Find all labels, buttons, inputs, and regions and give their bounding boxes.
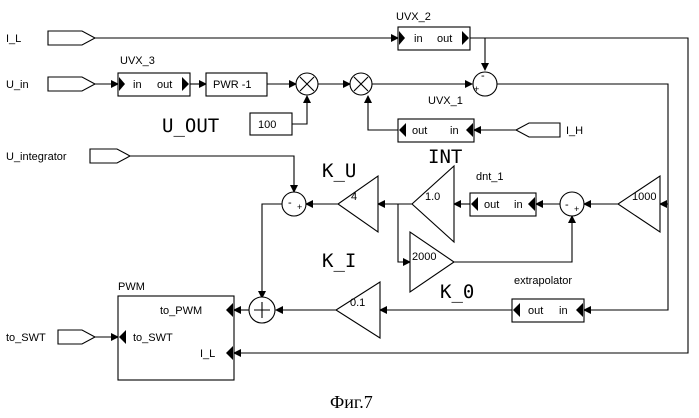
sum1-plus-sign: + <box>474 84 479 94</box>
dnt1-in-label: in <box>514 199 523 211</box>
dnt1-out-label: out <box>484 199 499 211</box>
sum2-plus-sign: + <box>574 204 579 214</box>
block-uvx1: UVX_1 out in <box>398 95 474 142</box>
gain-0-1: 0.1 <box>336 282 380 338</box>
block-pwr: PWR -1 <box>206 73 267 96</box>
gain-1000: 1000 <box>618 176 660 232</box>
gain-4-value: 4 <box>351 191 357 203</box>
sum2-minus-sign: - <box>565 199 569 211</box>
sum-junction-2: - + <box>560 192 584 216</box>
wire-sum3-to-sum4 <box>262 204 282 298</box>
uvx3-in-label: in <box>133 79 142 91</box>
pwm-i-l-label: I_L <box>200 348 215 360</box>
uvx3-out-label: out <box>157 79 172 91</box>
pwr-label: PWR -1 <box>213 79 252 91</box>
block-dnt1: dnt_1 out in <box>470 171 536 216</box>
sum-junction-1: - + <box>473 70 497 96</box>
annotation-k-i: K_I <box>322 250 356 272</box>
sum1-minus-sign: - <box>481 70 485 82</box>
gain-1-0-value: 1.0 <box>425 191 440 203</box>
block-const-100: 100 <box>250 113 292 135</box>
wire-ki-to-sum2 <box>454 216 572 262</box>
gain-4: 4 <box>338 176 378 232</box>
uvx1-out-label: out <box>412 125 427 137</box>
wire-uvx1-to-mult2 <box>368 96 398 130</box>
wire-to-ki <box>398 204 410 262</box>
port-i-h: I_H <box>516 123 583 137</box>
gain-1000-value: 1000 <box>632 191 656 203</box>
sum-junction-4 <box>249 297 275 323</box>
gain-int-1-0: 1.0 <box>412 166 454 242</box>
port-to-swt: to_SWT <box>6 330 95 344</box>
const-100-value: 100 <box>258 119 276 131</box>
multiplier-2 <box>350 73 372 95</box>
port-u-integrator-label: U_integrator <box>6 151 67 163</box>
uvx2-out-label: out <box>437 33 452 45</box>
figure-caption: Фиг.7 <box>330 392 373 412</box>
annotation-k-u: K_U <box>322 160 356 182</box>
extrapolator-name: extrapolator <box>514 275 572 287</box>
port-i-l: I_L <box>6 31 95 45</box>
block-extrapolator: extrapolator out in <box>512 275 584 322</box>
uvx1-name: UVX_1 <box>428 95 463 107</box>
port-u-integrator: U_integrator <box>6 149 130 163</box>
annotation-int: INT <box>428 146 462 168</box>
block-pwm: PWM to_PWM to_SWT I_L <box>118 281 234 380</box>
uvx1-in-label: in <box>450 125 459 137</box>
uvx3-name: UVX_3 <box>120 55 155 67</box>
port-u-in-label: U_in <box>6 79 29 91</box>
uvx2-name: UVX_2 <box>396 11 431 23</box>
pwm-to-swt-label: to_SWT <box>133 332 173 344</box>
extrapolator-out-label: out <box>528 305 543 317</box>
gain-0-1-value: 0.1 <box>350 297 365 309</box>
sum-junction-3: - + <box>282 192 306 216</box>
wire-sum-out <box>497 84 668 204</box>
input-ports: I_L U_in U_integrator to_SWT I_H <box>6 31 583 344</box>
wire-uint-to-sum3 <box>130 156 294 192</box>
uvx2-in-label: in <box>414 33 423 45</box>
port-u-in: U_in <box>6 77 95 91</box>
gain-2000-value: 2000 <box>412 251 436 263</box>
block-uvx3: UVX_3 in out <box>118 55 190 96</box>
annotation-k-0: K_0 <box>440 281 474 303</box>
port-i-l-label: I_L <box>6 33 21 45</box>
dnt1-name: dnt_1 <box>476 171 504 183</box>
sum3-plus-sign: + <box>297 202 302 212</box>
multiplier-1 <box>296 73 318 95</box>
block-uvx2: UVX_2 in out <box>396 11 470 50</box>
port-i-h-label: I_H <box>566 125 583 137</box>
pwm-to-pwm-label: to_PWM <box>160 305 202 317</box>
extrapolator-in-label: in <box>559 305 568 317</box>
pwm-name: PWM <box>118 281 145 293</box>
sum3-minus-sign: - <box>288 197 292 209</box>
annotation-u-out: U_OUT <box>162 115 219 137</box>
wire-const-to-mult1 <box>292 96 307 124</box>
port-to-swt-label: to_SWT <box>6 332 46 344</box>
